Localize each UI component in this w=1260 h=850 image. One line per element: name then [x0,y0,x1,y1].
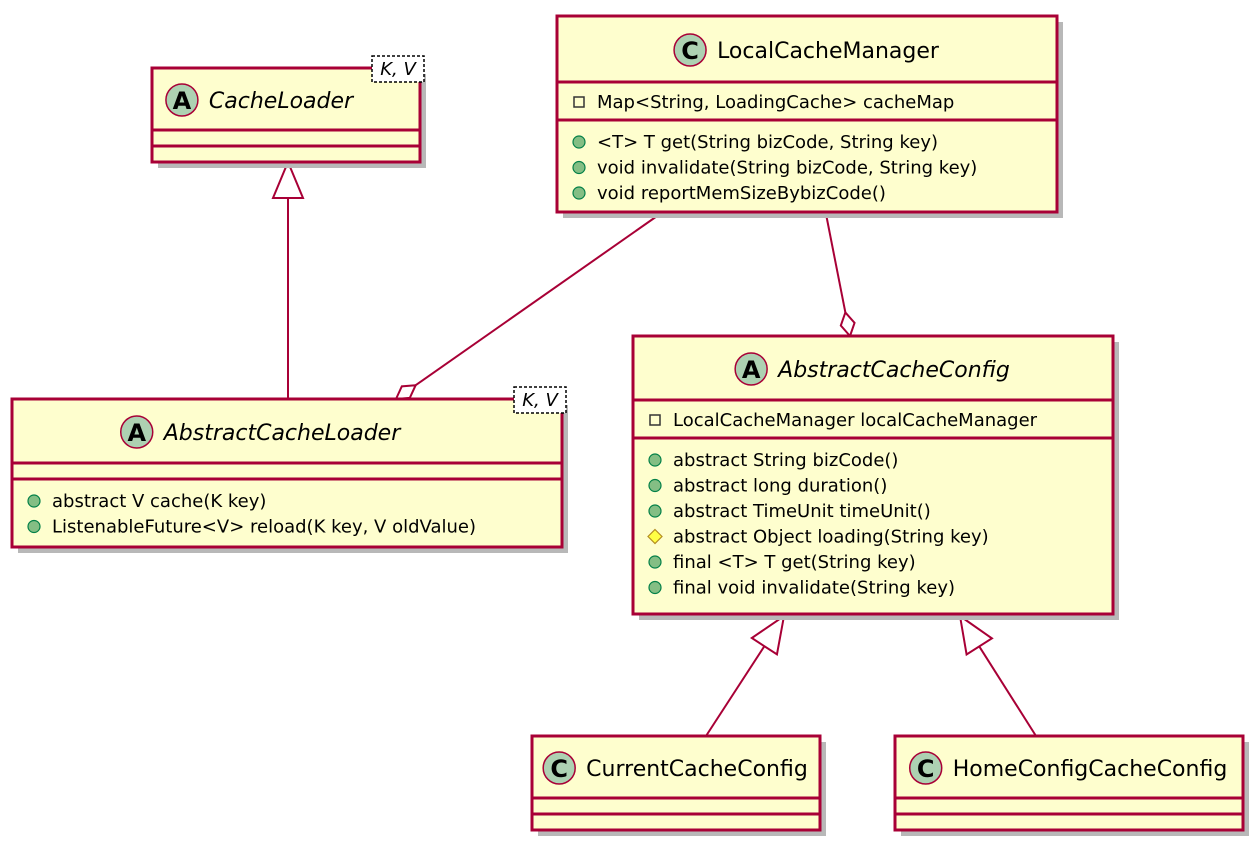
class-method: abstract V cache(K key) [52,491,266,512]
protected-visibility-icon [647,528,663,545]
class-name: AbstractCacheLoader [162,421,402,446]
public-visibility-icon [648,504,662,518]
public-visibility-icon [27,494,41,508]
public-visibility-icon [648,478,662,493]
class-method: abstract long duration() [673,476,887,497]
class-method: abstract String bizCode() [673,450,898,471]
generalization-relation-current-cache-config-to-abstract-cache-config [705,613,786,737]
class-box [530,734,822,832]
stereotype-letter: C [681,37,699,65]
stereotype-badge-icon [119,415,154,449]
class-method: final void invalidate(String key) [673,578,955,599]
generalization-relation-home-config-cache-config-to-abstract-cache-config [958,613,1037,737]
class-method: abstract Object loading(String key) [673,527,989,548]
class-name: LocalCacheManager [717,39,940,64]
private-visibility-icon [649,414,661,426]
stereotype-letter: A [742,356,761,384]
class-field: Map<String, LoadingCache> cacheMap [597,92,954,113]
class-home-config-cache-config: C HomeConfigCacheConfig [893,734,1249,836]
relation-line [978,645,1037,737]
stereotype-badge-icon [734,352,768,386]
relation-line [415,213,661,387]
aggregation-relation-local-cache-manager-to-abstract-cache-loader [394,213,661,401]
stereotype-letter: C [917,755,935,783]
public-visibility-icon [648,555,662,569]
class-method: <T> T get(String bizCode, String key) [597,132,938,153]
class-box [555,14,1059,214]
class-box [631,334,1115,616]
generalization-relation-abstract-cache-loader-to-cache-loader [271,159,305,400]
class-name: CurrentCacheConfig [586,757,808,782]
class-cache-loader: A CacheLoader K, V [150,55,426,168]
class-name: CacheLoader [209,89,355,114]
stereotype-badge-icon [908,751,943,785]
public-visibility-icon [572,160,586,175]
generic-params-box [513,386,567,414]
public-visibility-icon [572,135,586,149]
relation-line [825,213,847,313]
public-visibility-icon [648,453,662,467]
public-visibility-icon [27,519,41,534]
public-visibility-icon [572,186,586,200]
class-method: ListenableFuture<V> reload(K key, V oldV… [52,517,476,538]
class-box [10,397,564,549]
aggregation-diamond [839,310,856,338]
relation-line [705,645,766,737]
generalization-arrowhead [958,613,994,657]
class-method: void invalidate(String bizCode, String k… [597,158,977,179]
stereotype-letter: C [550,755,568,783]
class-field: LocalCacheManager localCacheManager [673,410,1038,431]
generalization-arrowhead [271,159,305,199]
class-abstract-cache-loader: A AbstractCacheLoader K, V abstract V cache… [10,386,568,553]
generic-params: K, V [380,59,417,80]
public-visibility-icon [648,580,662,595]
generic-params: K, V [522,390,559,411]
stereotype-badge-icon [165,83,199,117]
relations-layer [271,159,1037,737]
generalization-arrowhead [750,613,786,657]
stereotype-badge-icon [542,751,576,785]
class-name: HomeConfigCacheConfig [953,757,1228,782]
class-method: abstract TimeUnit timeUnit() [673,501,931,522]
classes-layer: A CacheLoader K, V C LocalCacheManagerMap<St… [10,14,1249,836]
stereotype-letter: A [127,419,146,447]
private-visibility-icon [573,96,585,108]
class-method: final <T> T get(String key) [673,552,916,573]
stereotype-badge-icon [673,33,707,67]
stereotype-letter: A [173,87,192,115]
class-box [893,734,1245,832]
class-method: void reportMemSizeBybizCode() [597,183,886,204]
class-name: AbstractCacheConfig [776,358,1010,383]
generic-params-box [371,55,425,83]
aggregation-relation-local-cache-manager-to-abstract-cache-config [825,213,856,338]
class-current-cache-config: C CurrentCacheConfig [530,734,826,836]
aggregation-diamond [394,384,418,401]
